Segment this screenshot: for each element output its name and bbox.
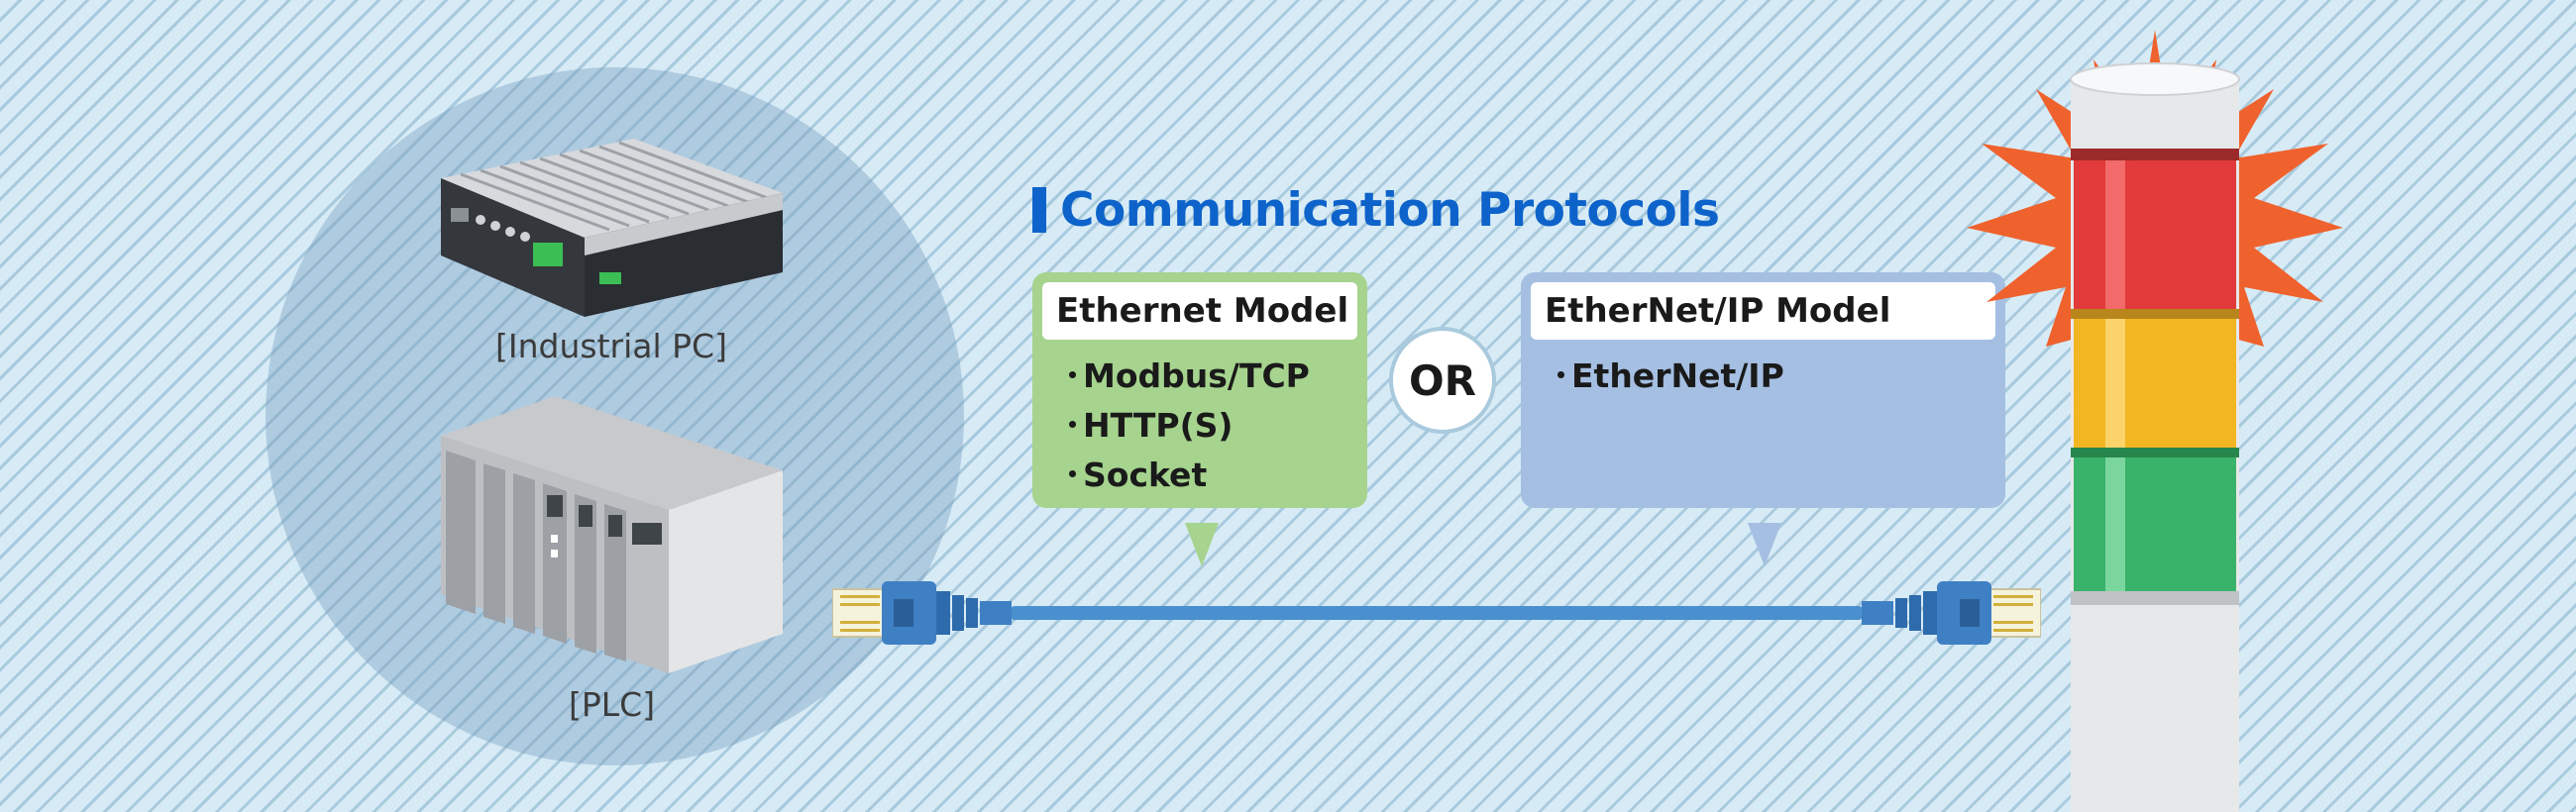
or-badge: OR [1389,327,1496,434]
ethernet-ip-pointer-arrow [1748,523,1781,566]
ethernet-model-panel: Ethernet Model Modbus/TCP HTTP(S) Socket [1032,272,1367,508]
ethernet-protocol-list: Modbus/TCP HTTP(S) Socket [1070,352,1310,500]
plc-label: [PLC] [569,685,656,724]
protocol-item: Modbus/TCP [1070,352,1310,401]
ethernet-ip-model-title: EtherNet/IP Model [1531,282,1995,340]
section-title: Communication Protocols [1032,180,1720,240]
industrial-pc-illustration [441,139,783,317]
protocol-item: HTTP(S) [1070,401,1310,451]
ethernet-model-title: Ethernet Model [1042,282,1357,340]
ethernet-ip-protocol-list: EtherNet/IP [1558,352,1784,401]
protocol-item: Socket [1070,451,1310,500]
page-title: Communication Protocols [1060,182,1720,238]
industrial-pc-label: [Industrial PC] [495,327,727,365]
protocol-item: EtherNet/IP [1558,352,1784,401]
plc-illustration [441,396,783,673]
lan-cable-illustration [832,581,2041,645]
ethernet-ip-model-panel: EtherNet/IP Model EtherNet/IP [1521,272,2005,508]
ethernet-pointer-arrow [1185,523,1219,566]
signal-tower-illustration [1967,30,2343,812]
title-accent-bar [1032,187,1046,233]
